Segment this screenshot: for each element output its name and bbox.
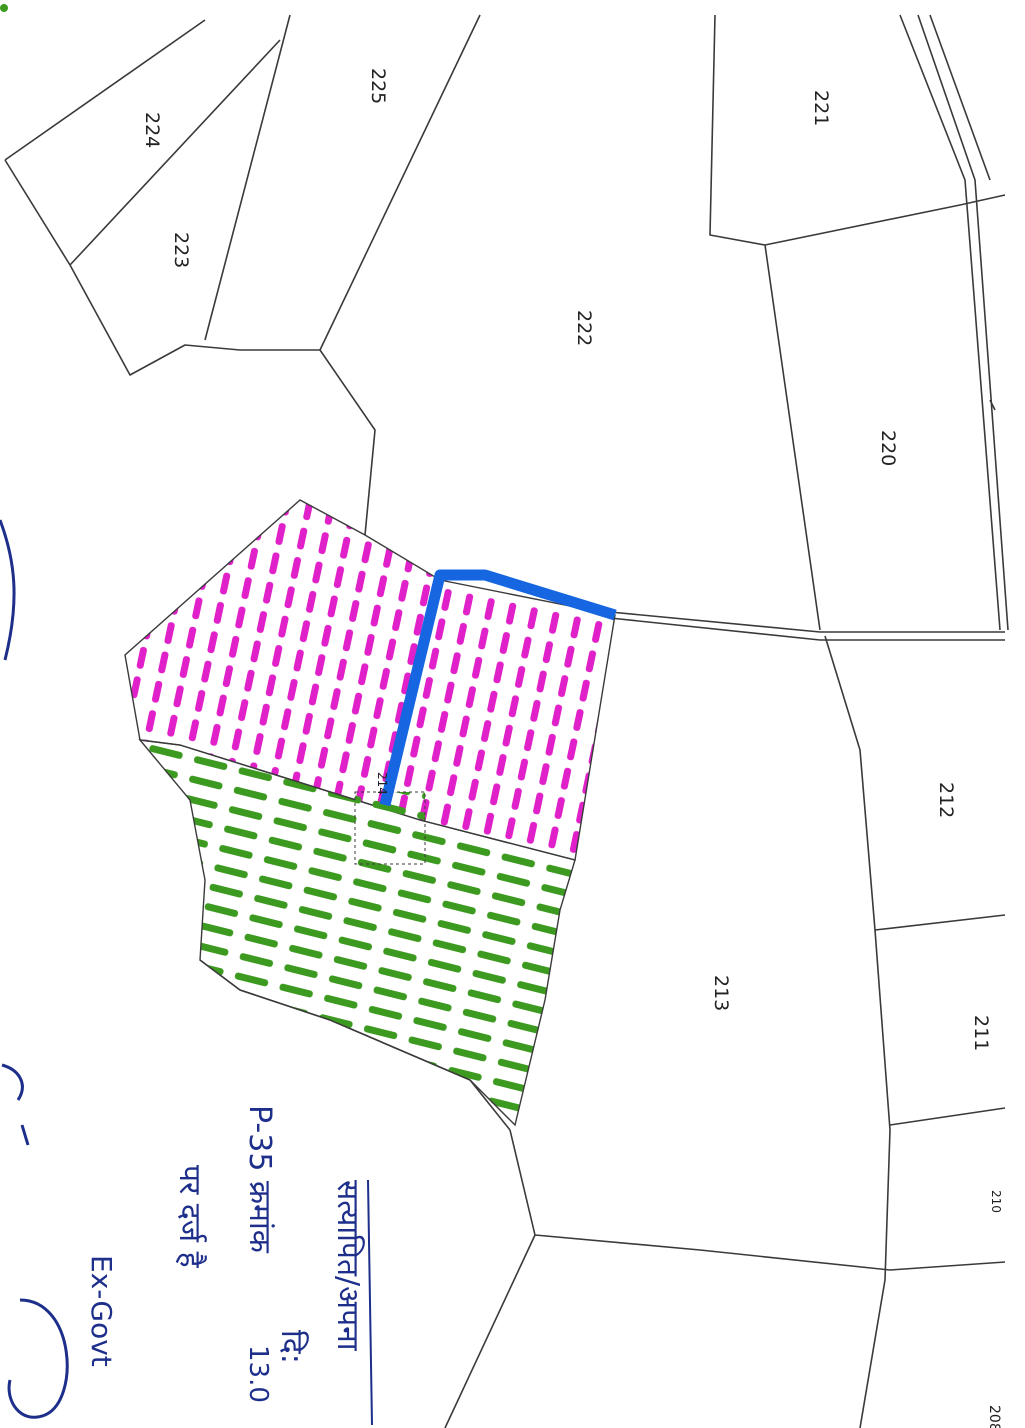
ink-stroke-top xyxy=(0,519,16,661)
road-left-3 xyxy=(929,14,991,181)
plot-label-222: 222 xyxy=(573,310,595,346)
boundary-222-212 xyxy=(609,611,1005,633)
ink-circle xyxy=(7,1298,69,1419)
boundary-221 xyxy=(709,14,1006,246)
plot-label-225: 225 xyxy=(367,68,389,104)
boundary-214 xyxy=(444,1234,536,1428)
plot-label-220: 220 xyxy=(877,430,899,466)
note-ex-govt: Ex-Govt xyxy=(85,1255,118,1367)
boundary-220-222 xyxy=(764,244,821,631)
boundary-212-211 xyxy=(874,914,1006,931)
plot-label-212: 212 xyxy=(935,782,957,818)
note-date: 13.0 xyxy=(243,1345,273,1403)
note-verified: सत्यापित/अपना xyxy=(330,1180,365,1352)
plot-label-213: 213 xyxy=(710,975,732,1011)
note-recorded: पर दर्ज है xyxy=(172,1165,207,1269)
note-underline xyxy=(367,1179,373,1426)
parcel-boundaries xyxy=(4,14,1009,1428)
boundary-213-bottom xyxy=(509,1129,1006,1271)
boundary-223-bottom xyxy=(69,264,320,376)
boundary-212-213 xyxy=(824,635,891,1428)
note-date-label: दि: xyxy=(274,1330,309,1364)
boundary-222-212-b xyxy=(609,617,1005,641)
boundary-225-222 xyxy=(319,14,481,536)
boundary-223-225 xyxy=(204,14,291,341)
green-dot xyxy=(0,4,8,12)
road-left-1 xyxy=(899,14,1001,631)
plot-label-221: 221 xyxy=(810,90,832,126)
road-mark xyxy=(989,399,996,411)
road-left-2 xyxy=(917,14,1009,631)
plot-label-224: 224 xyxy=(141,112,163,148)
boundary-211-210 xyxy=(889,1107,1006,1126)
plot-numbers: 225 224 223 221 222 220 212 213 211 210 … xyxy=(141,68,1003,1428)
plot-label-223: 223 xyxy=(170,232,192,268)
blue-boundary-highlight xyxy=(379,569,617,807)
plot-label-208: 208 xyxy=(986,1405,1002,1428)
plot-label-214: 214 xyxy=(375,772,389,795)
plot-label-210: 210 xyxy=(989,1190,1003,1213)
plot-label-211: 211 xyxy=(970,1015,992,1051)
note-p35: P-35 क्रमांक xyxy=(242,1105,277,1254)
ink-mark xyxy=(1,1063,30,1146)
handwritten-notes: सत्यापित/अपना P-35 क्रमांक दि: 13.0 पर द… xyxy=(0,519,373,1426)
